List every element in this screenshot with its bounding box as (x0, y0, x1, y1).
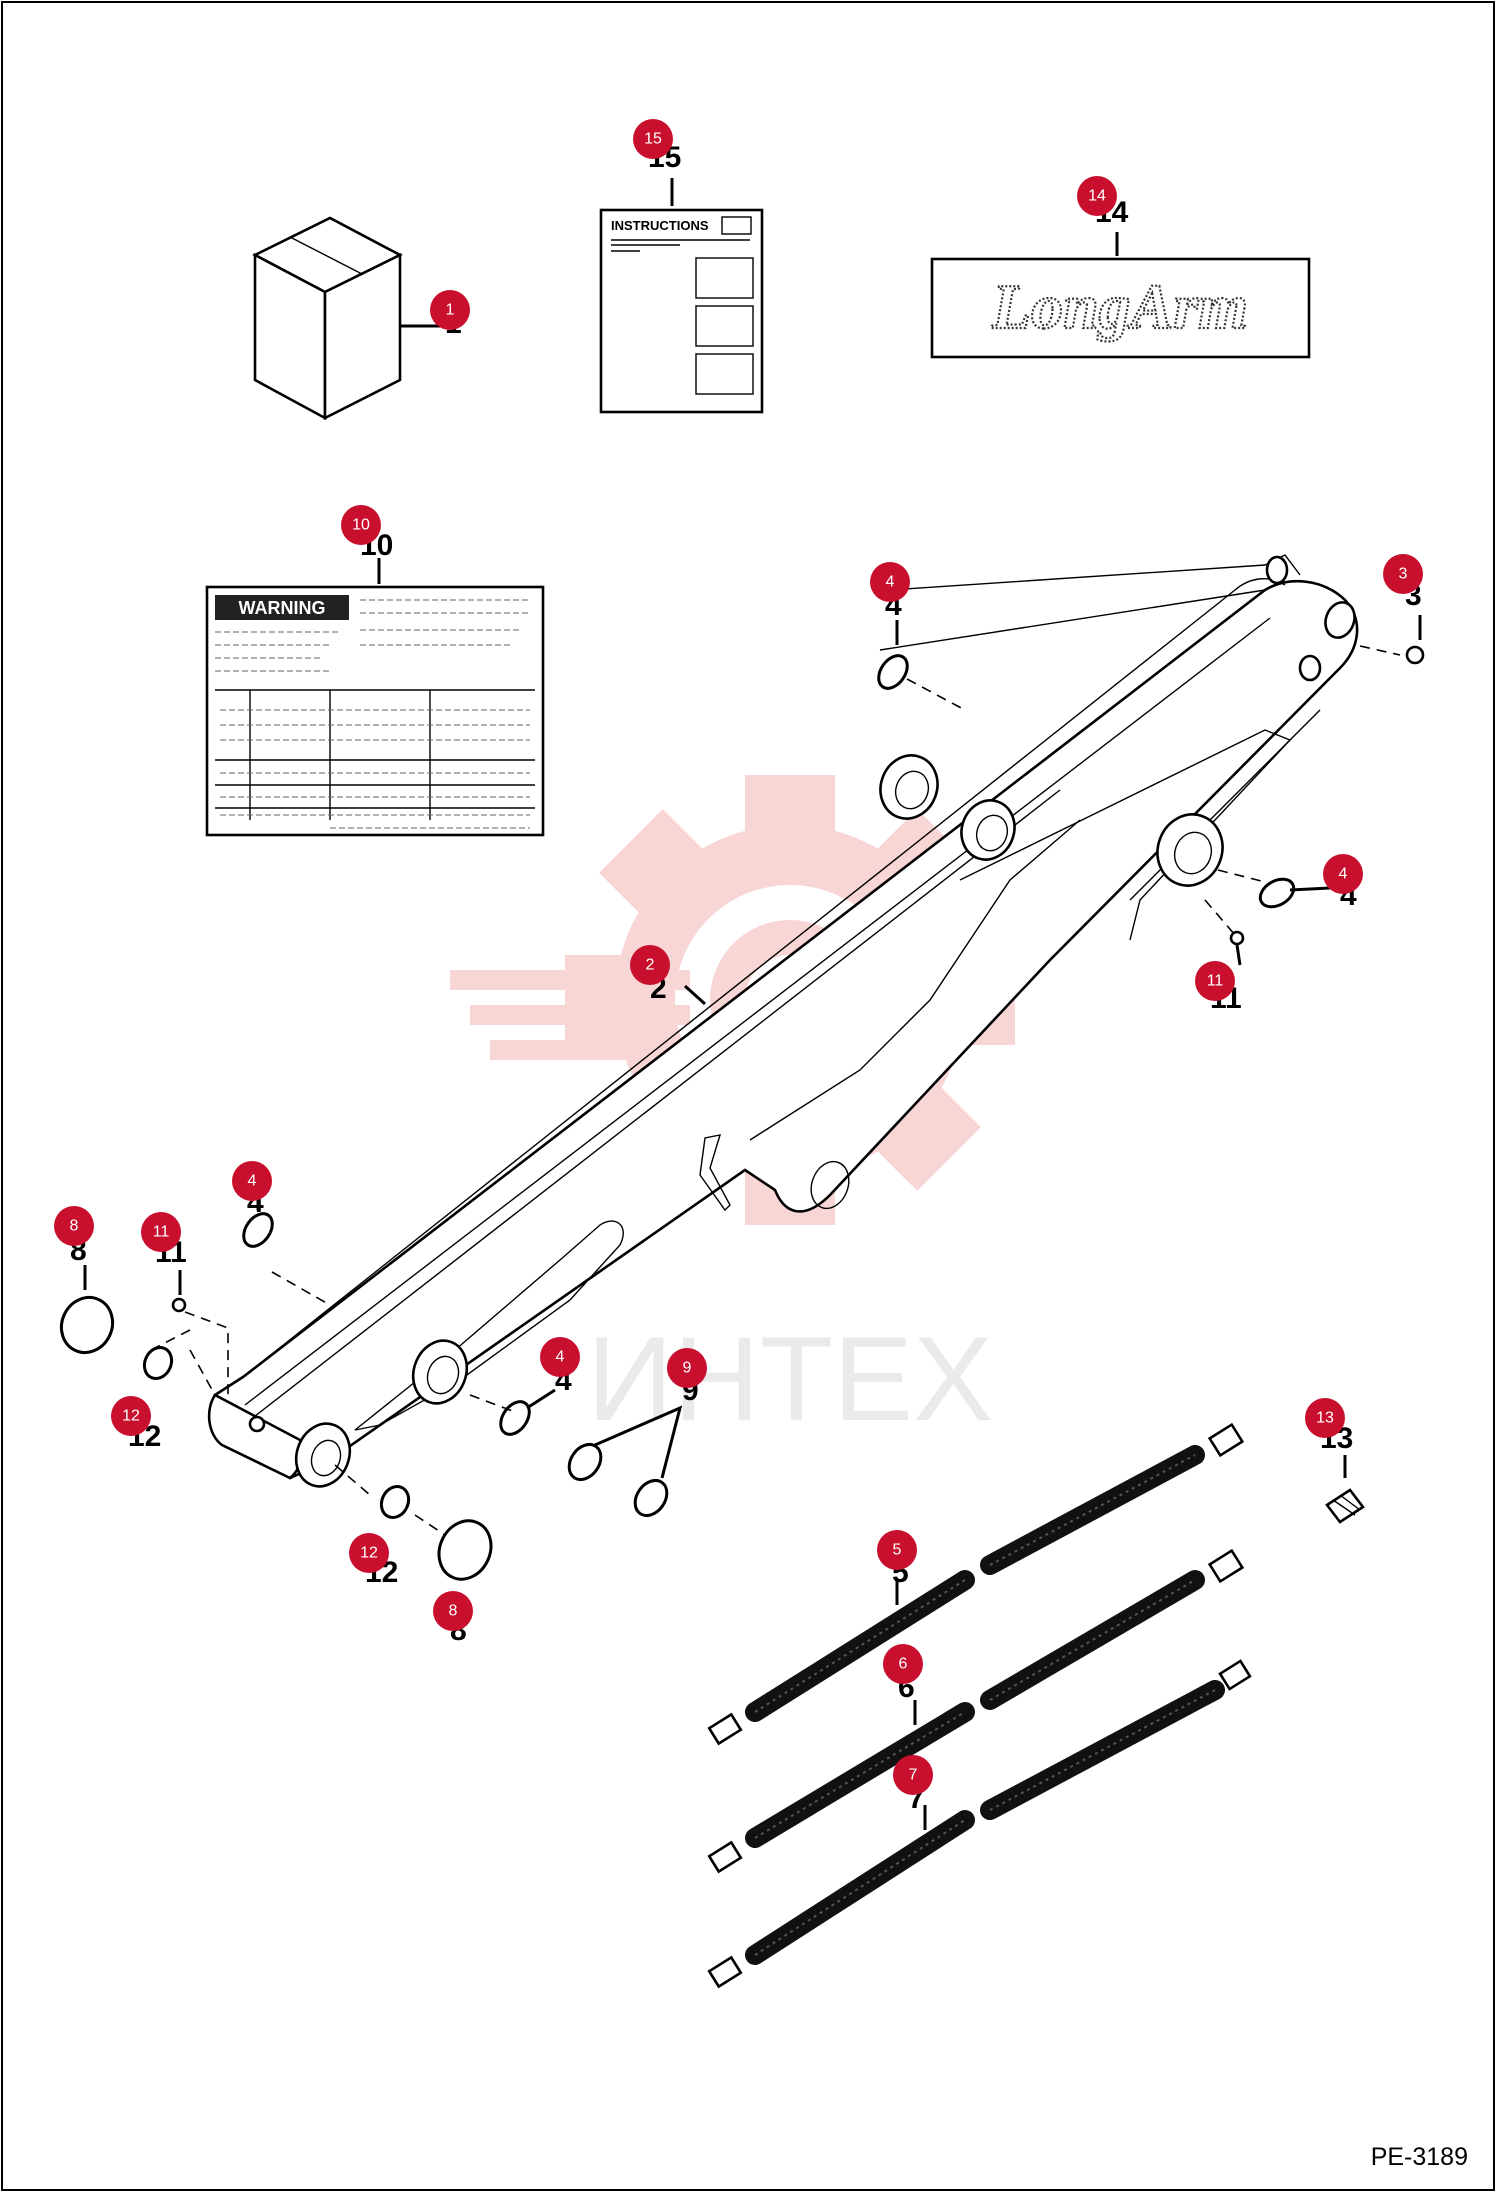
callout-badge-label-5: 5 (893, 1542, 902, 1559)
callout-badge-11b: 11 (141, 1212, 181, 1252)
part-6-hose (707, 1548, 1245, 1874)
callout-badge-8b: 8 (433, 1591, 473, 1631)
callout-badge-7: 7 (893, 1755, 933, 1795)
callout-badge-label-4a: 4 (886, 574, 895, 591)
callout-badge-12b: 12 (349, 1533, 389, 1573)
callout-badge-label-4c: 4 (248, 1173, 257, 1190)
callout-badge-label-12a: 12 (122, 1408, 140, 1425)
callout-badge-label-9: 9 (683, 1360, 692, 1377)
callout-leaders (83, 615, 1422, 1830)
callout-badge-label-1: 1 (446, 302, 455, 319)
part-7-hose (707, 1659, 1252, 1989)
callout-badge-2: 2 (630, 945, 670, 985)
callout-badge-4b: 4 (1323, 854, 1363, 894)
callout-badge-4d: 4 (540, 1337, 580, 1377)
warning-title: WARNING (239, 598, 326, 618)
part-8-ring-bottom (437, 1519, 493, 1581)
part-9-ring-b (633, 1478, 669, 1518)
part-11-fitting-right (1229, 930, 1245, 946)
part-8-ring-left (59, 1296, 115, 1354)
part-11-fitting-left (171, 1297, 187, 1313)
callout-badge-4a: 4 (870, 562, 910, 602)
callout-badge-label-13: 13 (1316, 1410, 1334, 1427)
callouts: 1122334444444455667788889910101111111112… (54, 119, 1423, 1815)
part-15-instructions: INSTRUCTIONS (599, 178, 764, 414)
part-13-fitting (1325, 1488, 1365, 1524)
part-12-ring-left (142, 1345, 174, 1381)
callout-badge-13: 13 (1305, 1398, 1345, 1438)
callout-badge-3: 3 (1383, 554, 1423, 594)
callout-badge-4c: 4 (232, 1161, 272, 1201)
part-14-decal: LongArm (930, 232, 1311, 359)
part-1-box (252, 216, 445, 421)
callout-badge-label-3: 3 (1399, 566, 1408, 583)
part-4-ring-mid (499, 1400, 531, 1436)
watermark-text: ИНТЕХ (587, 1312, 993, 1446)
callout-badge-6: 6 (883, 1644, 923, 1684)
callout-badge-9: 9 (667, 1348, 707, 1388)
callout-badge-label-7: 7 (909, 1767, 918, 1784)
hoses (707, 1422, 1252, 1989)
part-10-warning-decal: WARNING (205, 558, 545, 837)
part-3-fitting (1405, 645, 1425, 665)
callout-badge-label-12b: 12 (360, 1545, 378, 1562)
callout-badge-label-14: 14 (1088, 188, 1106, 205)
callout-badge-12a: 12 (111, 1396, 151, 1436)
decal-text: LongArm (991, 271, 1248, 342)
part-2-arm (207, 554, 1359, 1488)
callout-badge-label-8b: 8 (449, 1603, 458, 1620)
callout-badge-label-15: 15 (644, 131, 662, 148)
callout-badge-label-10: 10 (352, 517, 370, 534)
assembly-leaders (144, 645, 1401, 1536)
part-9-ring-a (567, 1442, 603, 1482)
ring-parts (59, 645, 1425, 1581)
part-4-ring-left (242, 1212, 274, 1248)
callout-badge-label-6: 6 (899, 1656, 908, 1673)
callout-badge-8a: 8 (54, 1206, 94, 1246)
callout-badge-label-8a: 8 (70, 1218, 79, 1235)
callout-badge-label-2: 2 (646, 957, 655, 974)
callout-badge-label-11b: 11 (153, 1224, 170, 1241)
callout-badge-label-4b: 4 (1339, 866, 1348, 883)
part-5-hose (707, 1422, 1245, 1746)
callout-badge-1: 1 (430, 290, 470, 330)
part-12-ring-bottom (379, 1484, 411, 1520)
callout-badge-11a: 11 (1195, 961, 1235, 1001)
callout-badge-label-4d: 4 (556, 1349, 565, 1366)
part-4-ring-right (1258, 877, 1296, 909)
callout-badge-14: 14 (1077, 176, 1117, 216)
part-4-ring-top (877, 654, 909, 690)
callout-badge-10: 10 (341, 505, 381, 545)
callout-badge-label-11a: 11 (1207, 973, 1224, 990)
callout-badge-15: 15 (633, 119, 673, 159)
instructions-title: INSTRUCTIONS (611, 218, 709, 233)
drawing-code: PE-3189 (1370, 2143, 1468, 2171)
callout-badge-5: 5 (877, 1530, 917, 1570)
